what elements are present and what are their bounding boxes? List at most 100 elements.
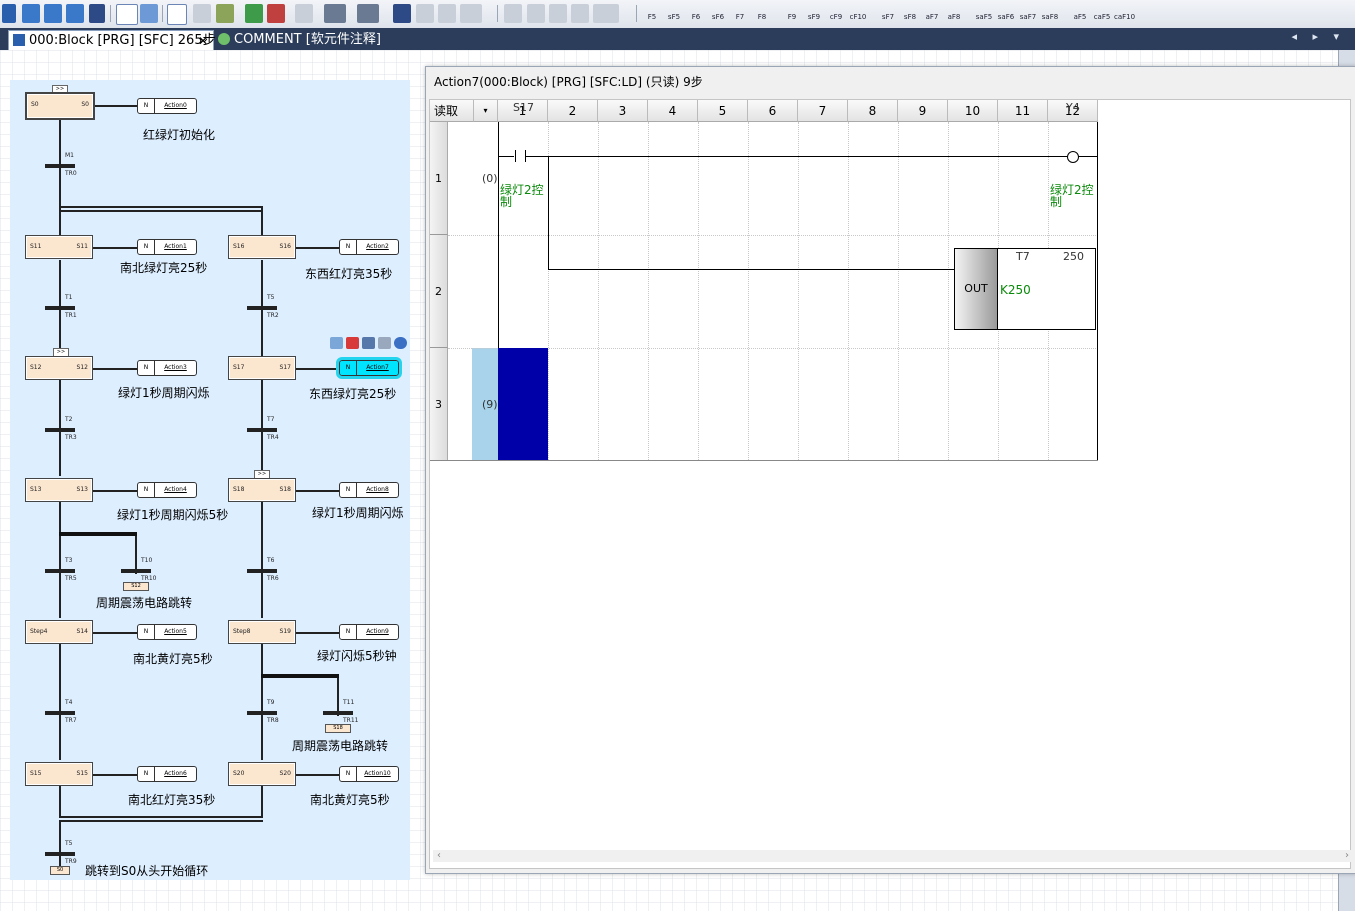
- tab-comment[interactable]: COMMENT [软元件注释]: [214, 30, 394, 50]
- monitor-icon[interactable]: [140, 4, 158, 23]
- transition-bar[interactable]: [247, 711, 277, 715]
- fkey-button-cf9[interactable]: cF9: [829, 13, 843, 21]
- table3-icon[interactable]: [549, 4, 567, 23]
- fkey-button-caf10[interactable]: caF10: [1114, 13, 1136, 21]
- program-icon[interactable]: [167, 4, 187, 25]
- fkey-button-f8[interactable]: F8: [757, 13, 767, 21]
- row-header[interactable]: 3: [430, 348, 448, 461]
- jump-target[interactable]: S0: [50, 866, 70, 875]
- jump-target[interactable]: S12: [123, 582, 149, 591]
- fkey-button-af7[interactable]: aF7: [925, 13, 939, 21]
- transition-bar[interactable]: [121, 569, 151, 573]
- fkey-button-sf9[interactable]: sF9: [807, 13, 821, 21]
- table2-icon[interactable]: [527, 4, 545, 23]
- cut-icon[interactable]: [362, 337, 375, 349]
- read-icon[interactable]: [216, 4, 234, 23]
- transition-bar[interactable]: [323, 711, 353, 715]
- close-icon[interactable]: ✕: [197, 34, 208, 48]
- scroll-left-icon[interactable]: ‹: [437, 850, 441, 861]
- fkey-button-saf5[interactable]: saF5: [975, 13, 993, 21]
- undo-icon[interactable]: [593, 4, 619, 23]
- fkey-button-caf5[interactable]: caF5: [1093, 13, 1111, 21]
- fkey-button-saf8[interactable]: saF8: [1041, 13, 1059, 21]
- tab-scroll-arrows[interactable]: ◂ ▸ ▾: [1291, 30, 1345, 43]
- horizontal-scrollbar[interactable]: ‹›: [433, 850, 1353, 862]
- edit-icon[interactable]: [571, 4, 589, 23]
- transition-bar[interactable]: [45, 569, 75, 573]
- editor-cursor[interactable]: [498, 348, 548, 460]
- fkey-button-sf5[interactable]: sF5: [667, 13, 681, 21]
- jump-target[interactable]: S18: [325, 724, 351, 733]
- transition-bar[interactable]: [45, 711, 75, 715]
- fkey-button-cf10[interactable]: cF10: [849, 13, 867, 21]
- transition-bar[interactable]: [247, 306, 277, 310]
- convert-icon[interactable]: [267, 4, 285, 23]
- device-icon[interactable]: [2, 4, 16, 23]
- pen-icon[interactable]: [295, 4, 313, 23]
- transition-bar[interactable]: [45, 164, 75, 168]
- fkey-button-f9[interactable]: F9: [787, 13, 797, 21]
- help-icon[interactable]: [394, 337, 407, 349]
- layout2-icon[interactable]: [438, 4, 456, 23]
- dev-new-icon[interactable]: [44, 4, 62, 23]
- check-icon[interactable]: [245, 4, 263, 23]
- rename-icon[interactable]: [330, 337, 343, 349]
- fkey-button-sf8[interactable]: sF8: [903, 13, 917, 21]
- table-icon[interactable]: [504, 4, 522, 23]
- chevron-down-icon[interactable]: ▾: [474, 100, 498, 122]
- transition-bar[interactable]: [45, 852, 75, 856]
- dev-list-icon[interactable]: [66, 4, 84, 23]
- copy-icon[interactable]: [378, 337, 391, 349]
- fkey-button-sf7[interactable]: sF7: [881, 13, 895, 21]
- fkey-button-saf6[interactable]: saF6: [997, 13, 1015, 21]
- contact-right-bar[interactable]: [525, 150, 526, 162]
- transition-bar[interactable]: [45, 306, 75, 310]
- fkey-button-af8[interactable]: aF8: [947, 13, 961, 21]
- coil-icon[interactable]: [1067, 151, 1079, 163]
- zoom-icon[interactable]: [393, 4, 411, 23]
- contact-left-bar[interactable]: [515, 150, 516, 162]
- fkey-button-f5[interactable]: F5: [647, 13, 657, 21]
- find-icon[interactable]: [357, 4, 379, 23]
- transition-bar[interactable]: [45, 428, 75, 432]
- transition-bar[interactable]: [247, 428, 277, 432]
- write-icon[interactable]: [193, 4, 211, 23]
- scroll-right-icon[interactable]: ›: [1345, 850, 1349, 861]
- row-header[interactable]: 1: [430, 122, 448, 235]
- watch-icon[interactable]: [324, 4, 346, 23]
- out-instruction[interactable]: OUT: [955, 249, 998, 329]
- home-icon[interactable]: [116, 4, 138, 25]
- layout3-icon[interactable]: [460, 4, 482, 23]
- fkey-button-f7[interactable]: F7: [735, 13, 745, 21]
- dev-icon[interactable]: [22, 4, 40, 23]
- row-header[interactable]: 2: [430, 235, 448, 348]
- fkey-button-saf7[interactable]: saF7: [1019, 13, 1037, 21]
- fkey-button-sf6[interactable]: sF6: [711, 13, 725, 21]
- fkey-button-af5[interactable]: aF5: [1073, 13, 1087, 21]
- delete-icon[interactable]: [346, 337, 359, 349]
- layout-icon[interactable]: [416, 4, 434, 23]
